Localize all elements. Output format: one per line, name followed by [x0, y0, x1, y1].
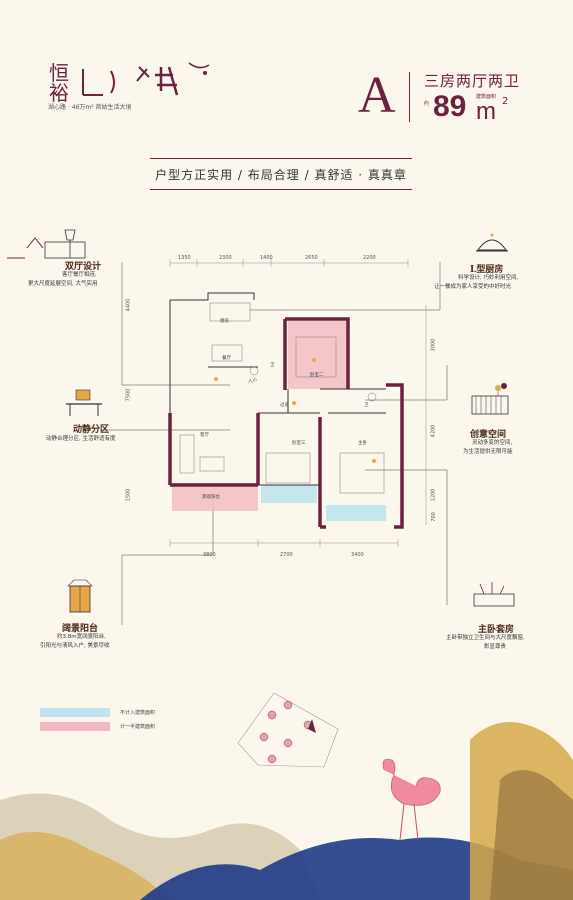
master-feature-desc-2: 彰显尊贵	[484, 644, 507, 650]
area-value: 89	[433, 90, 467, 123]
dim-bottom-2: 2700	[280, 552, 293, 558]
room-balcony: 景观阳台	[202, 495, 220, 500]
dim-left-1: 4400	[125, 298, 132, 312]
kitchen-feature-desc-2: 让一餐成为家人享受的中好时光	[434, 284, 512, 290]
living-room-icon	[7, 229, 86, 259]
room-dining: 餐厅	[222, 356, 231, 361]
legend-not-counted: 不计入建筑面积	[120, 710, 156, 716]
cloche-icon	[476, 233, 508, 252]
unit-letter: A	[358, 67, 396, 124]
room-bath-1: 卫	[270, 363, 275, 368]
crib-icon	[471, 383, 509, 415]
bedroom2-fill	[288, 321, 348, 389]
slogan-banner: 户型方正实用 / 布局合理 / 真舒适 · 真真章	[150, 158, 412, 190]
slogan-text: 户型方正实用 / 布局合理 / 真舒适 · 真真章	[155, 167, 407, 182]
balcony-feature-desc-2: 引阳光与清风入户, 美景尽收	[40, 643, 110, 649]
bedroom-icon	[473, 582, 515, 607]
dim-top-4: 2650	[305, 255, 318, 261]
bay-window-2	[326, 505, 386, 521]
area-sup: 2	[502, 96, 509, 107]
zoning-feature-title: 动静分区	[73, 425, 110, 435]
balcony-feature-desc-1: 约3.8m宽阔景阳台,	[57, 634, 106, 640]
creative-feature-title: 创意空间	[470, 430, 507, 440]
balcony-fill	[172, 483, 258, 511]
living-feature-desc-1: 客厅餐厅相连,	[62, 272, 97, 278]
master-feature-desc-1: 主卧带独立卫生间与大尺度飘窗,	[446, 635, 525, 641]
floor-plan	[168, 259, 427, 547]
unit-divider	[409, 72, 410, 122]
legend-half-counted: 计一半建筑面积	[120, 724, 156, 730]
brand-char-1: 恒	[49, 61, 69, 85]
room-entry: 入户	[248, 379, 257, 384]
living-feature-desc-2: 更大尺度延展空间, 大气实用	[28, 281, 98, 287]
dim-left-3: 1500	[125, 488, 132, 502]
room-bath-2: 卫	[364, 403, 369, 408]
north-arrow-icon	[308, 719, 316, 733]
room-master: 主卧	[358, 441, 367, 446]
room-kitchen: 厨房	[220, 319, 229, 324]
brand-calligraphy-icon	[82, 62, 210, 96]
brand-tagline: 湖心路 · 46万m² 首姑生活大境	[48, 104, 132, 111]
master-feature-title: 主卧套房	[478, 625, 515, 635]
area-prefix: 约	[424, 101, 430, 107]
balcony-door-icon	[67, 579, 93, 613]
flamingo-icon	[382, 758, 441, 841]
legend: 不计入建筑面积 计一半建筑面积	[40, 708, 190, 738]
dim-top-2: 2300	[219, 255, 232, 261]
creative-feature-desc-2: 为生活提供无限可能	[463, 449, 513, 455]
room-bedroom-3: 卧室三	[292, 441, 306, 446]
legend-swatch-not-counted	[40, 708, 110, 717]
unit-title: 三房两厅两卫	[424, 72, 521, 90]
kitchen-feature-desc-1: 科学设计, 巧妙利用空间,	[458, 275, 519, 281]
living-feature-title: 双厅设计	[65, 262, 102, 272]
dim-top-1: 1350	[178, 255, 191, 261]
site-map	[237, 692, 339, 768]
legend-swatch-half-counted	[40, 722, 110, 731]
dim-top-5: 2200	[363, 255, 376, 261]
dim-right-1: 3000	[430, 338, 437, 352]
dim-right-4: 700	[430, 512, 437, 522]
zoning-feature-desc: 动静合理分区, 生活舒适有度	[46, 436, 116, 442]
room-bedroom-2: 卧室二	[310, 373, 324, 378]
dim-right-3: 1200	[430, 488, 437, 502]
dim-top-3: 1400	[260, 255, 273, 261]
room-corridor: 过道	[280, 403, 289, 408]
brand-char-2: 裕	[49, 81, 69, 105]
landscape-decoration	[0, 722, 573, 900]
dim-bottom-3: 3400	[351, 552, 364, 558]
kitchen-feature-title: L型厨房	[470, 265, 504, 275]
balcony-feature-title: 阔景阳台	[62, 624, 99, 634]
area-note: 建筑面积	[476, 94, 497, 100]
desk-icon	[66, 389, 102, 416]
dim-left-2: 7500	[125, 388, 132, 402]
brand-logo: 恒 裕	[45, 55, 215, 105]
bay-window-1	[261, 485, 317, 503]
room-living: 客厅	[200, 433, 209, 438]
dim-bottom-1: 3800	[203, 552, 216, 558]
creative-feature-desc-1: 灵动多变的空间,	[472, 440, 513, 446]
area-unit: m	[476, 98, 496, 125]
dim-right-2: 4200	[430, 424, 437, 438]
